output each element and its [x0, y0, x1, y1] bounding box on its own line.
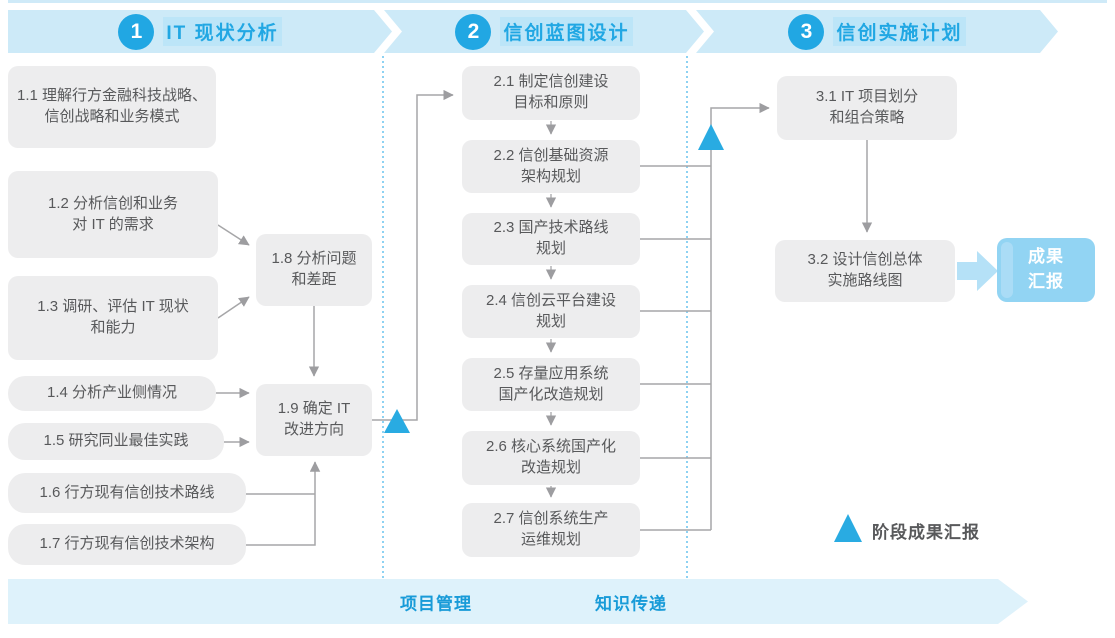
footer-label-knowledge-transfer: 知识传递 [595, 594, 667, 613]
footer-banner: 项目管理 知识传递 [8, 579, 1028, 624]
step-box-1-9: 1.9 确定 IT 改进方向 [256, 384, 372, 456]
phase-banner-1: 1 IT 现状分析 [8, 10, 392, 53]
result-arrow [957, 251, 998, 291]
connectors-phase1 [216, 89, 454, 546]
step-box-1-4: 1.4 分析产业侧情况 [8, 376, 216, 411]
phase-title: IT 现状分析 [163, 17, 281, 46]
step-box-1-7: 1.7 行方现有信创技术架构 [8, 524, 246, 565]
phase-banner-3: 3 信创实施计划 [696, 10, 1058, 53]
step-box-3-1: 3.1 IT 项目划分 和组合策略 [777, 76, 957, 140]
step-box-2-6: 2.6 核心系统国产化 改造规划 [462, 431, 640, 485]
step-box-2-7: 2.7 信创系统生产 运维规划 [462, 503, 640, 557]
step-box-2-5: 2.5 存量应用系统 国产化改造规划 [462, 358, 640, 411]
step-box-1-5: 1.5 研究同业最佳实践 [8, 423, 224, 460]
phase-title: 信创实施计划 [833, 17, 965, 46]
step-box-1-2: 1.2 分析信创和业务 对 IT 的需求 [8, 171, 218, 258]
step-box-1-3: 1.3 调研、评估 IT 现状 和能力 [8, 276, 218, 360]
step-box-1-8: 1.8 分析问题 和差距 [256, 234, 372, 306]
phase-number-badge: 2 [455, 14, 491, 50]
step-box-2-4: 2.4 信创云平台建设 规划 [462, 285, 640, 338]
step-box-1-6: 1.6 行方现有信创技术路线 [8, 473, 246, 513]
connectors-phase2-bus [640, 102, 873, 531]
phase-number-badge: 1 [118, 14, 154, 50]
phase-title: 信创蓝图设计 [500, 17, 632, 46]
step-box-2-2: 2.2 信创基础资源 架构规划 [462, 140, 640, 193]
phase-number-badge: 3 [788, 14, 824, 50]
phase-banner-2: 2 信创蓝图设计 [384, 10, 704, 53]
top-edge-strip [8, 0, 1107, 3]
step-box-1-1: 1.1 理解行方金融科技战略、 信创战略和业务模式 [8, 66, 216, 148]
legend-triangle-icon [834, 514, 862, 542]
step-box-3-2: 3.2 设计信创总体 实施路线图 [775, 240, 955, 302]
step-box-2-3: 2.3 国产技术路线 规划 [462, 213, 640, 265]
legend-label: 阶段成果汇报 [872, 523, 980, 542]
milestone-triangle-phase1 [384, 409, 410, 433]
step-box-2-1: 2.1 制定信创建设 目标和原则 [462, 66, 640, 120]
milestone-triangle-phase2 [698, 124, 724, 150]
result-report-box: 成果 汇报 [997, 238, 1095, 302]
footer-label-project-management: 项目管理 [400, 594, 472, 613]
